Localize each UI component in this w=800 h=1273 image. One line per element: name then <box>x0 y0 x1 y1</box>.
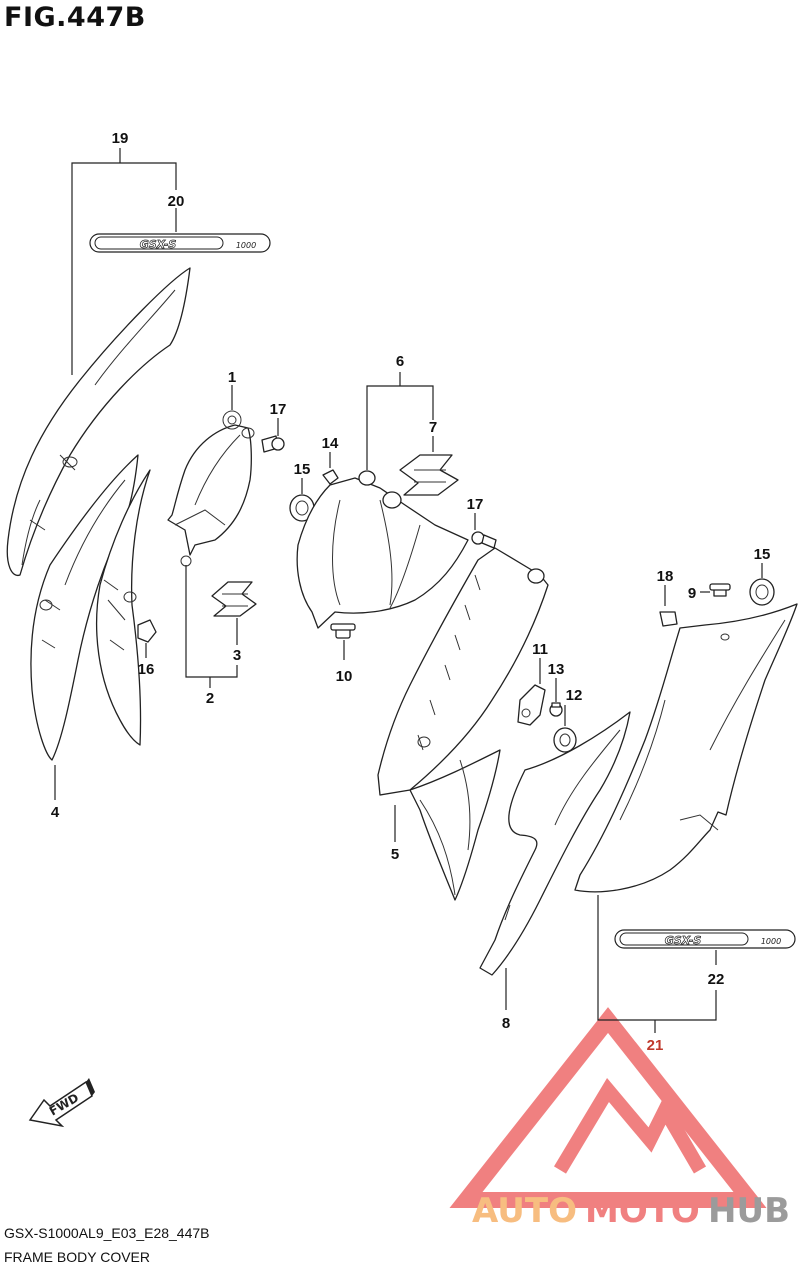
callout-2: 2 <box>206 690 214 707</box>
leader-21-22 <box>597 895 717 1033</box>
part-21-right-frame-cover <box>574 603 798 893</box>
emblem-suzuki-center <box>399 454 459 496</box>
part-2-inner-cover <box>167 410 255 567</box>
watermark-hub: HUB <box>708 1191 790 1231</box>
callout-16: 16 <box>138 661 155 678</box>
callout-1: 1 <box>228 369 236 386</box>
callout-7: 7 <box>429 419 437 436</box>
emblem-gsxs-upper: GSX-S 1000 <box>89 233 271 253</box>
callout-8: 8 <box>502 1015 510 1032</box>
watermark-auto: AUTO <box>472 1191 577 1231</box>
callout-17-right: 17 <box>467 496 484 513</box>
callout-19: 19 <box>112 130 129 147</box>
part-8-lower-cover <box>479 711 631 976</box>
callout-21: 21 <box>647 1037 664 1054</box>
part-15-cushion-right <box>749 578 775 606</box>
watermark-logo: AUTO MOTO HUB <box>449 1007 790 1231</box>
callout-13: 13 <box>548 661 565 678</box>
part-4-front-side-cover <box>30 454 151 761</box>
watermark-triangle <box>449 1007 767 1208</box>
part-6-center-cover <box>296 470 469 629</box>
callout-22: 22 <box>708 971 725 988</box>
model-code: GSX-S1000AL9_E03_E28_447B <box>4 1225 210 1241</box>
part-16-cushion <box>137 619 157 643</box>
watermark-inner-mark <box>553 1077 707 1174</box>
callout-15-left: 15 <box>294 461 311 478</box>
emblem-lower-suffix: 1000 <box>761 937 781 946</box>
leader-19-20 <box>71 148 177 375</box>
fwd-direction-arrow: FWD <box>28 1078 95 1128</box>
part-17-screw-left <box>261 435 285 453</box>
part-5-side-cover <box>377 547 549 901</box>
part-9-bolt <box>709 583 731 597</box>
callout-20: 20 <box>168 193 185 210</box>
section-name: FRAME BODY COVER <box>4 1249 150 1265</box>
leader-6-7 <box>366 372 434 470</box>
part-18-nut <box>659 611 678 627</box>
callout-15-right: 15 <box>754 546 771 563</box>
callout-4: 4 <box>51 804 60 821</box>
part-14-clip <box>322 469 339 485</box>
emblem-suzuki-left <box>211 581 257 617</box>
watermark-moto: MOTO <box>585 1191 700 1231</box>
callout-6: 6 <box>396 353 404 370</box>
part-12-cushion <box>553 727 577 753</box>
callout-14: 14 <box>322 435 339 452</box>
callout-5: 5 <box>391 846 399 863</box>
part-17-screw-right <box>471 531 497 549</box>
callout-18: 18 <box>657 568 674 585</box>
emblem-lower-text: GSX-S <box>665 934 702 947</box>
callout-9: 9 <box>688 585 696 602</box>
callout-3: 3 <box>233 647 241 664</box>
emblem-upper-text: GSX-S <box>140 238 177 251</box>
callout-10: 10 <box>336 668 353 685</box>
part-11-bracket <box>517 684 546 726</box>
emblem-gsxs-lower: GSX-S 1000 <box>614 929 796 949</box>
figure-title: FIG.447B <box>4 2 146 33</box>
callout-11: 11 <box>532 641 548 658</box>
part-10-bolt <box>330 623 356 639</box>
leader-2-3 <box>185 565 238 688</box>
callout-12: 12 <box>566 687 583 704</box>
emblem-upper-suffix: 1000 <box>236 241 256 250</box>
callout-17-left: 17 <box>270 401 287 418</box>
part-19-left-frame-cover <box>6 267 191 577</box>
part-13-bolt <box>549 702 563 717</box>
